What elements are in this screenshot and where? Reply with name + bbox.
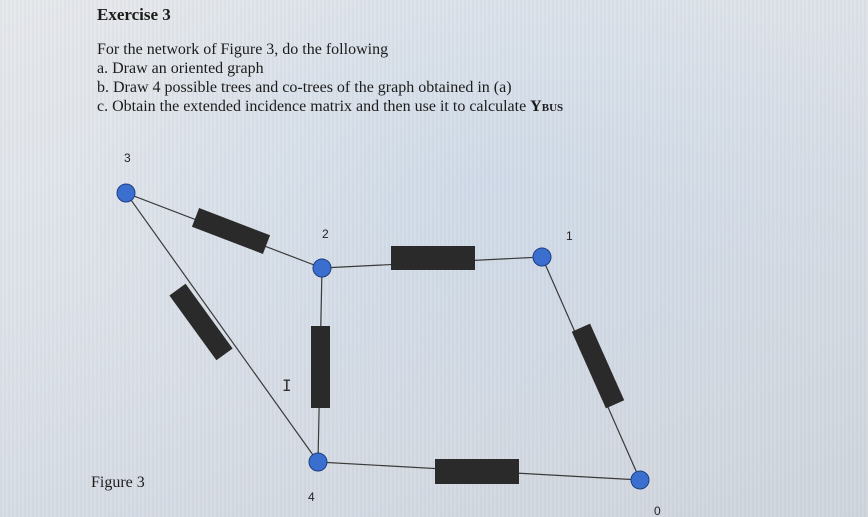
node-label-1: 1 — [566, 229, 573, 243]
impedance-2-4 — [311, 326, 330, 408]
node-label-0: 0 — [654, 504, 661, 517]
item-c-text: c. Obtain the extended incidence matrix … — [97, 98, 531, 115]
node-label-4: 4 — [308, 490, 315, 504]
ybus-symbol: Y — [530, 98, 542, 115]
figure-caption: Figure 3 — [91, 474, 145, 491]
node-2 — [312, 258, 332, 278]
item-b: b. Draw 4 possible trees and co-trees of… — [97, 79, 512, 96]
exercise-instructions: For the network of Figure 3, do the foll… — [97, 40, 563, 118]
impedance-3-2 — [191, 208, 271, 254]
node-label-3: 3 — [124, 151, 131, 165]
impedance-4-0 — [435, 459, 519, 484]
node-3 — [116, 183, 136, 203]
node-label-2: 2 — [322, 227, 329, 241]
impedance-3-4 — [169, 283, 233, 361]
item-c: c. Obtain the extended incidence matrix … — [97, 97, 563, 118]
impedance-1-0 — [571, 323, 625, 409]
node-4 — [308, 452, 328, 472]
branch-3-4 — [125, 192, 319, 463]
node-0 — [630, 470, 650, 490]
impedance-2-1 — [391, 246, 475, 270]
node-1 — [532, 247, 552, 267]
text-cursor-icon: I — [282, 376, 292, 395]
item-a: a. Draw an oriented graph — [97, 60, 264, 77]
ybus-subscript: BUS — [541, 102, 564, 114]
exercise-intro: For the network of Figure 3, do the foll… — [97, 41, 389, 58]
exercise-title: Exercise 3 — [97, 5, 171, 24]
